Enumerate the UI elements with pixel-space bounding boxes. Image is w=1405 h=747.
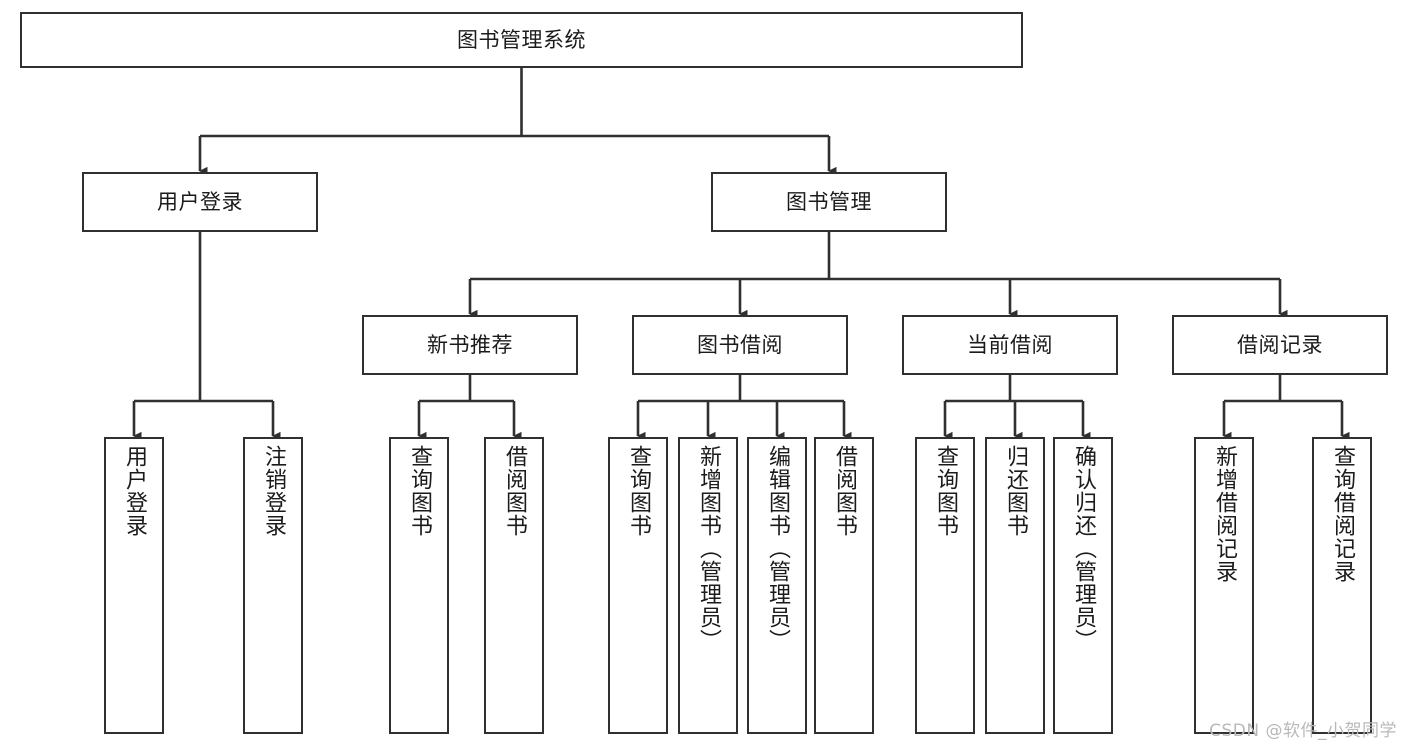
node-borrow[interactable]: 图书借阅	[632, 315, 848, 375]
node-label: 确认归还（管理员）	[1071, 445, 1096, 652]
node-records[interactable]: 借阅记录	[1172, 315, 1388, 375]
node-newrec[interactable]: 新书推荐	[362, 315, 578, 375]
node-label: 借阅图书	[832, 445, 857, 537]
node-label: 查询图书	[407, 445, 432, 537]
node-leaf3[interactable]: 查询图书	[389, 437, 449, 734]
node-label: 新增图书（管理员）	[696, 445, 721, 652]
node-leaf11[interactable]: 确认归还（管理员）	[1053, 437, 1113, 734]
node-leaf1[interactable]: 用户登录	[104, 437, 164, 734]
node-leaf2[interactable]: 注销登录	[243, 437, 303, 734]
node-label: 用户登录	[122, 445, 147, 537]
watermark-text: CSDN @软件_小贺同学	[1209, 721, 1397, 741]
node-label: 图书管理系统	[457, 27, 586, 52]
node-label: 查询图书	[626, 445, 651, 537]
node-leaf9[interactable]: 查询图书	[915, 437, 975, 734]
node-label: 查询图书	[933, 445, 958, 537]
node-login[interactable]: 用户登录	[82, 172, 318, 232]
node-leaf12[interactable]: 新增借阅记录	[1194, 437, 1254, 734]
node-label: 查询借阅记录	[1330, 445, 1355, 583]
node-label: 借阅记录	[1237, 332, 1323, 357]
node-label: 当前借阅	[967, 332, 1053, 357]
node-label: 图书管理	[786, 189, 872, 214]
node-label: 注销登录	[261, 445, 286, 537]
node-root[interactable]: 图书管理系统	[20, 12, 1023, 68]
node-label: 图书借阅	[697, 332, 783, 357]
node-label: 借阅图书	[502, 445, 527, 537]
node-manage[interactable]: 图书管理	[711, 172, 947, 232]
node-leaf6[interactable]: 新增图书（管理员）	[678, 437, 738, 734]
node-current[interactable]: 当前借阅	[902, 315, 1118, 375]
node-leaf4[interactable]: 借阅图书	[484, 437, 544, 734]
node-leaf13[interactable]: 查询借阅记录	[1312, 437, 1372, 734]
node-label: 归还图书	[1003, 445, 1028, 537]
node-label: 新增借阅记录	[1212, 445, 1237, 583]
node-leaf8[interactable]: 借阅图书	[814, 437, 874, 734]
node-label: 编辑图书（管理员）	[765, 445, 790, 652]
node-label: 新书推荐	[427, 332, 513, 357]
node-label: 用户登录	[157, 189, 243, 214]
node-leaf5[interactable]: 查询图书	[608, 437, 668, 734]
node-leaf10[interactable]: 归还图书	[985, 437, 1045, 734]
node-leaf7[interactable]: 编辑图书（管理员）	[747, 437, 807, 734]
